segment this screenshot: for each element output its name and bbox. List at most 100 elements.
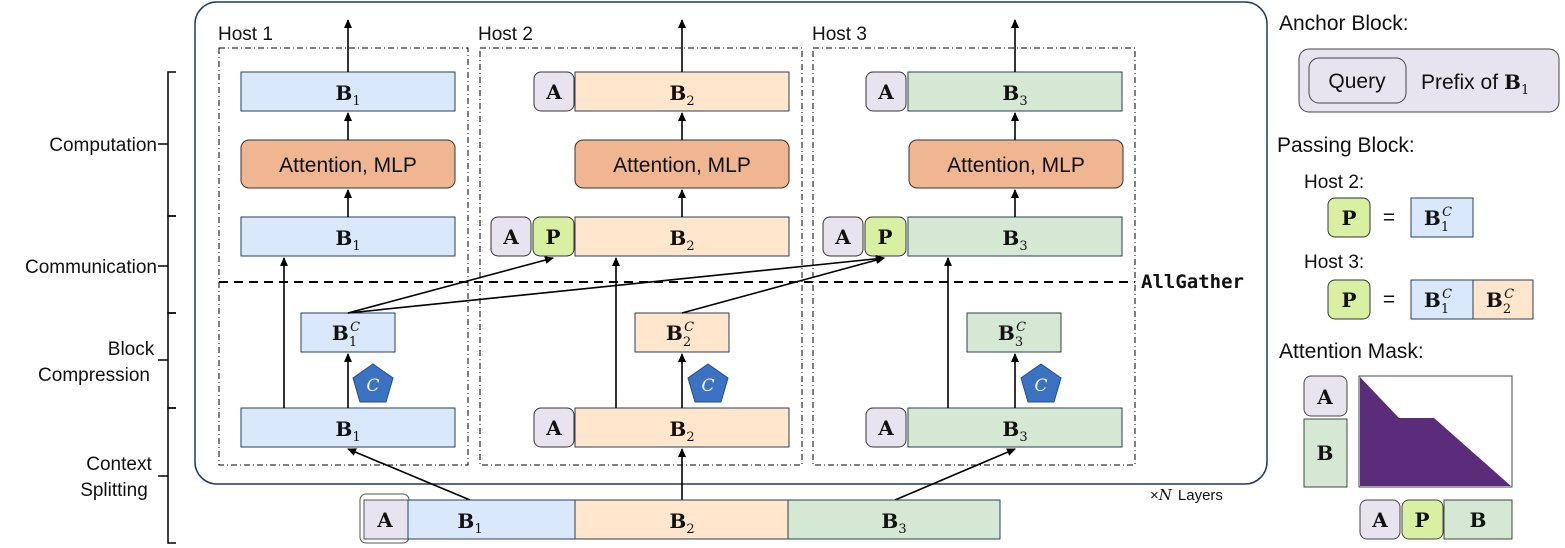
svg-text:B3C: B3C [998, 320, 1026, 350]
stage-compression: Compression [38, 365, 150, 386]
host1-compressed-block [300, 312, 396, 353]
host1-compress-icon [352, 363, 394, 403]
host2-input-anchor [533, 407, 575, 448]
svg-text:B1: B1 [457, 509, 482, 537]
svg-text:P: P [1341, 206, 1356, 230]
svg-text:A: A [877, 416, 894, 440]
mask-row-b [1303, 418, 1348, 488]
host2-output-block [574, 71, 790, 112]
context-row: A B1 B2 B3 [359, 493, 1001, 544]
svg-text:B1: B1 [335, 226, 360, 254]
svg-text:B1C: B1C [1424, 205, 1452, 235]
legend-host2-equals: = [1383, 206, 1395, 229]
host3-frame [812, 47, 1136, 466]
host3-label: Host 3 [812, 24, 867, 45]
mask-col-p [1401, 499, 1444, 540]
legend-host3-b2c [1472, 279, 1534, 320]
legend-host3-label: Host 3: [1304, 252, 1364, 273]
svg-text:B: B [1317, 441, 1334, 465]
host2-label: Host 2 [478, 24, 533, 45]
svg-text:A: A [1371, 508, 1388, 532]
legend-host3-equals: = [1383, 288, 1395, 311]
svg-text:B3: B3 [881, 509, 906, 537]
svg-text:B1: B1 [335, 81, 360, 109]
legend-host2-b1c [1410, 197, 1474, 238]
mask-row-anchor [1303, 375, 1348, 417]
svg-text:P: P [545, 225, 560, 249]
host3-compressed-block [966, 312, 1062, 353]
legend-mask-title: Attention Mask: [1279, 340, 1424, 363]
host3-output-anchor [865, 71, 907, 112]
svg-text:P: P [877, 225, 892, 249]
svg-text:A: A [1316, 385, 1333, 409]
svg-text:Attention, MLP: Attention, MLP [613, 154, 751, 177]
host3-passing-block [864, 216, 907, 257]
host1-label: Host 1 [218, 24, 273, 45]
host3-input-block [907, 407, 1123, 448]
svg-text:B2: B2 [669, 417, 694, 445]
host2-comm-block [574, 216, 790, 257]
svg-text:A: A [545, 416, 562, 440]
host3-compress-icon [1020, 363, 1062, 403]
svg-text:C: C [366, 376, 379, 396]
context-anchor [363, 499, 409, 540]
legend-query-box [1308, 57, 1407, 104]
mask-col-anchor [1359, 499, 1401, 540]
attention-mask-fill [1360, 377, 1511, 486]
svg-text:B3: B3 [1002, 417, 1027, 445]
flow-arrows [280, 19, 1019, 501]
svg-text:Attention, MLP: Attention, MLP [279, 154, 417, 177]
svg-text:B3: B3 [1002, 81, 1027, 109]
svg-text:P: P [1341, 288, 1356, 312]
svg-text:B2: B2 [669, 509, 694, 537]
svg-text:B2C: B2C [1486, 287, 1514, 317]
context-block-2 [574, 499, 789, 540]
host2-compress-icon [687, 363, 729, 403]
stage-braces [158, 71, 176, 544]
host3-input-anchor [865, 407, 907, 448]
stage-block: Block [108, 339, 155, 360]
host1-output-block [240, 71, 456, 112]
stage-context: Context [86, 454, 152, 475]
mask-col-b [1443, 499, 1513, 540]
host3-comm-block [907, 216, 1123, 257]
svg-text:B: B [1470, 508, 1487, 532]
context-block-1 [407, 499, 576, 540]
svg-text:A: A [502, 225, 519, 249]
legend-passing-title: Passing Block: [1277, 134, 1415, 157]
legend-host3-p [1327, 279, 1371, 320]
stage-splitting: Splitting [80, 480, 148, 501]
svg-text:B2: B2 [669, 226, 694, 254]
host2-comm-anchor [490, 216, 532, 257]
svg-text:B2: B2 [669, 81, 694, 109]
svg-text:Attention, MLP: Attention, MLP [947, 154, 1085, 177]
stage-computation: Computation [49, 135, 157, 156]
host2-frame [479, 47, 803, 466]
stage-communication: Communication [25, 257, 157, 278]
svg-text:B1: B1 [335, 417, 360, 445]
host2-output-anchor [533, 71, 575, 112]
svg-text:P: P [1414, 508, 1429, 532]
svg-text:B1C: B1C [1424, 287, 1452, 317]
allgather-label: AllGather [1141, 271, 1244, 293]
legend-host2-label: Host 2: [1304, 172, 1364, 193]
svg-text:A: A [376, 508, 393, 532]
legend-host2-p [1327, 197, 1371, 238]
svg-text:A: A [877, 80, 894, 104]
svg-text:C: C [701, 376, 714, 396]
svg-text:A: A [545, 80, 562, 104]
host2-column: A B2 Attention, MLP A P B2 B2C C A B2 [490, 71, 790, 448]
host2-passing-block [532, 216, 575, 257]
svg-text:A: A [834, 225, 851, 249]
host3-attention-mlp [908, 139, 1124, 189]
host1-frame [218, 47, 469, 466]
svg-text:B1C: B1C [332, 320, 360, 350]
layer-container [194, 1, 1268, 485]
legend-query-label: Query [1328, 70, 1386, 93]
svg-text:B3: B3 [1002, 226, 1027, 254]
legend-anchor-title: Anchor Block: [1279, 12, 1409, 35]
host3-comm-anchor [822, 216, 864, 257]
context-block-3 [787, 499, 1001, 540]
svg-text:C: C [1034, 376, 1047, 396]
